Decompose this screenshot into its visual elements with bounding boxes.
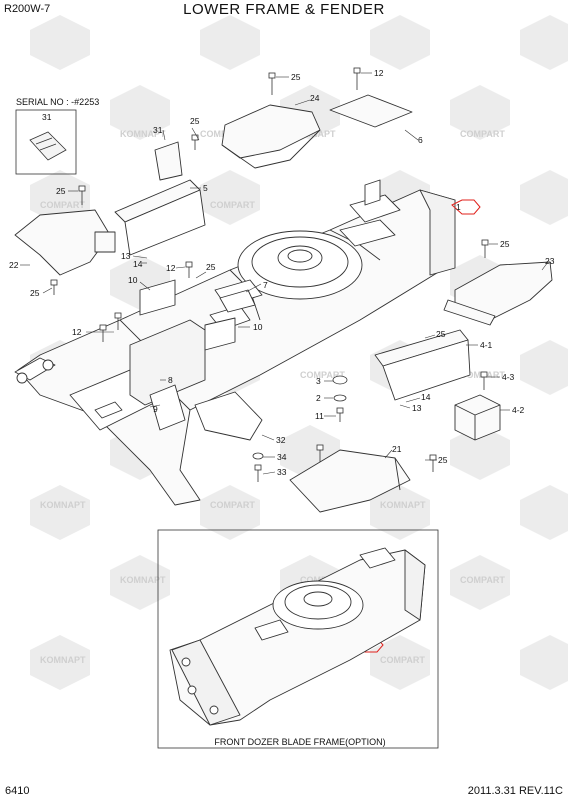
highlight-hex-main — [451, 199, 481, 215]
serial-box — [15, 109, 77, 175]
callout-31: 31 — [153, 125, 163, 135]
dozer-frame — [169, 547, 426, 726]
watermark-komnapt-8: KOMNAPT — [40, 655, 86, 665]
watermark-compart-1: COMPART — [200, 129, 245, 139]
callout-25-e: 25 — [206, 262, 216, 272]
lower-frame — [14, 179, 456, 506]
callout-10-a: 10 — [128, 275, 138, 285]
callout-25-a: 25 — [291, 72, 301, 82]
page-title: LOWER FRAME & FENDER — [183, 1, 385, 18]
watermark-komnapt-5: KOMNAPT — [40, 500, 86, 510]
callout-22: 22 — [9, 260, 19, 270]
callout-25-f: 25 — [30, 288, 40, 298]
callout-25-d: 25 — [500, 239, 510, 249]
watermark-compart-3: COMPART — [40, 200, 85, 210]
callout-4-1: 4-1 — [480, 340, 493, 350]
callout-25-c: 25 — [56, 186, 66, 196]
callout-12-c: 12 — [72, 327, 82, 337]
callout-12-b: 12 — [166, 263, 176, 273]
callout-14-a: 14 — [133, 259, 143, 269]
callout-8: 8 — [168, 375, 173, 385]
callout-4-3: 4-3 — [502, 372, 515, 382]
callout-23: 23 — [545, 256, 555, 266]
callout-6: 6 — [418, 135, 423, 145]
callout-24: 24 — [310, 93, 320, 103]
watermark-compart-9: COMPART — [460, 575, 505, 585]
callout-12-a: 12 — [374, 68, 384, 78]
callout-25-g: 25 — [436, 329, 446, 339]
callout-14-b: 14 — [421, 392, 431, 402]
watermark-compart-7: COMPART — [210, 500, 255, 510]
callout-32: 32 — [276, 435, 286, 445]
revision-date: 2011.3.31 REV.11C — [467, 785, 563, 797]
callout-25-b: 25 — [190, 116, 200, 126]
callout-25-h: 25 — [438, 455, 448, 465]
option-caption: FRONT DOZER BLADE FRAME(OPTION) — [214, 737, 386, 747]
callout-7: 7 — [263, 280, 268, 290]
watermark-compart-4: COMPART — [210, 200, 255, 210]
watermark-compart-10: COMPART — [380, 655, 425, 665]
callout-5: 5 — [203, 183, 208, 193]
callout-3: 3 — [316, 376, 321, 386]
callout-11: 11 — [315, 411, 324, 421]
watermark-komnapt-7: KOMNAPT — [120, 575, 166, 585]
serial-note: SERIAL NO : -#2253 — [16, 97, 100, 107]
callout-34: 34 — [277, 452, 287, 462]
watermark-compart-5: COMPART — [300, 370, 345, 380]
callout-10-b: 10 — [253, 322, 263, 332]
callout-33: 33 — [277, 467, 287, 477]
leader-lines — [20, 72, 549, 475]
callout-13-b: 13 — [412, 403, 422, 413]
watermark-komnapt-1: KOMNAPT — [120, 129, 166, 139]
page-number: 6410 — [5, 785, 30, 797]
bolts — [50, 67, 489, 482]
callout-2: 2 — [316, 393, 321, 403]
callout-1-main: 1 — [456, 202, 461, 212]
callout-21: 21 — [392, 444, 402, 454]
callout-13-a: 13 — [121, 251, 131, 261]
callout-31-serial: 31 — [42, 112, 52, 122]
callout-4-2: 4-2 — [512, 405, 525, 415]
watermark-compart-2: COMPART — [460, 129, 505, 139]
callout-9: 9 — [153, 404, 158, 414]
model-label: R200W-7 — [4, 3, 51, 15]
fenders — [14, 94, 553, 513]
option-frame-box — [157, 529, 439, 749]
watermark-komnapt-6: KOMNAPT — [380, 500, 426, 510]
